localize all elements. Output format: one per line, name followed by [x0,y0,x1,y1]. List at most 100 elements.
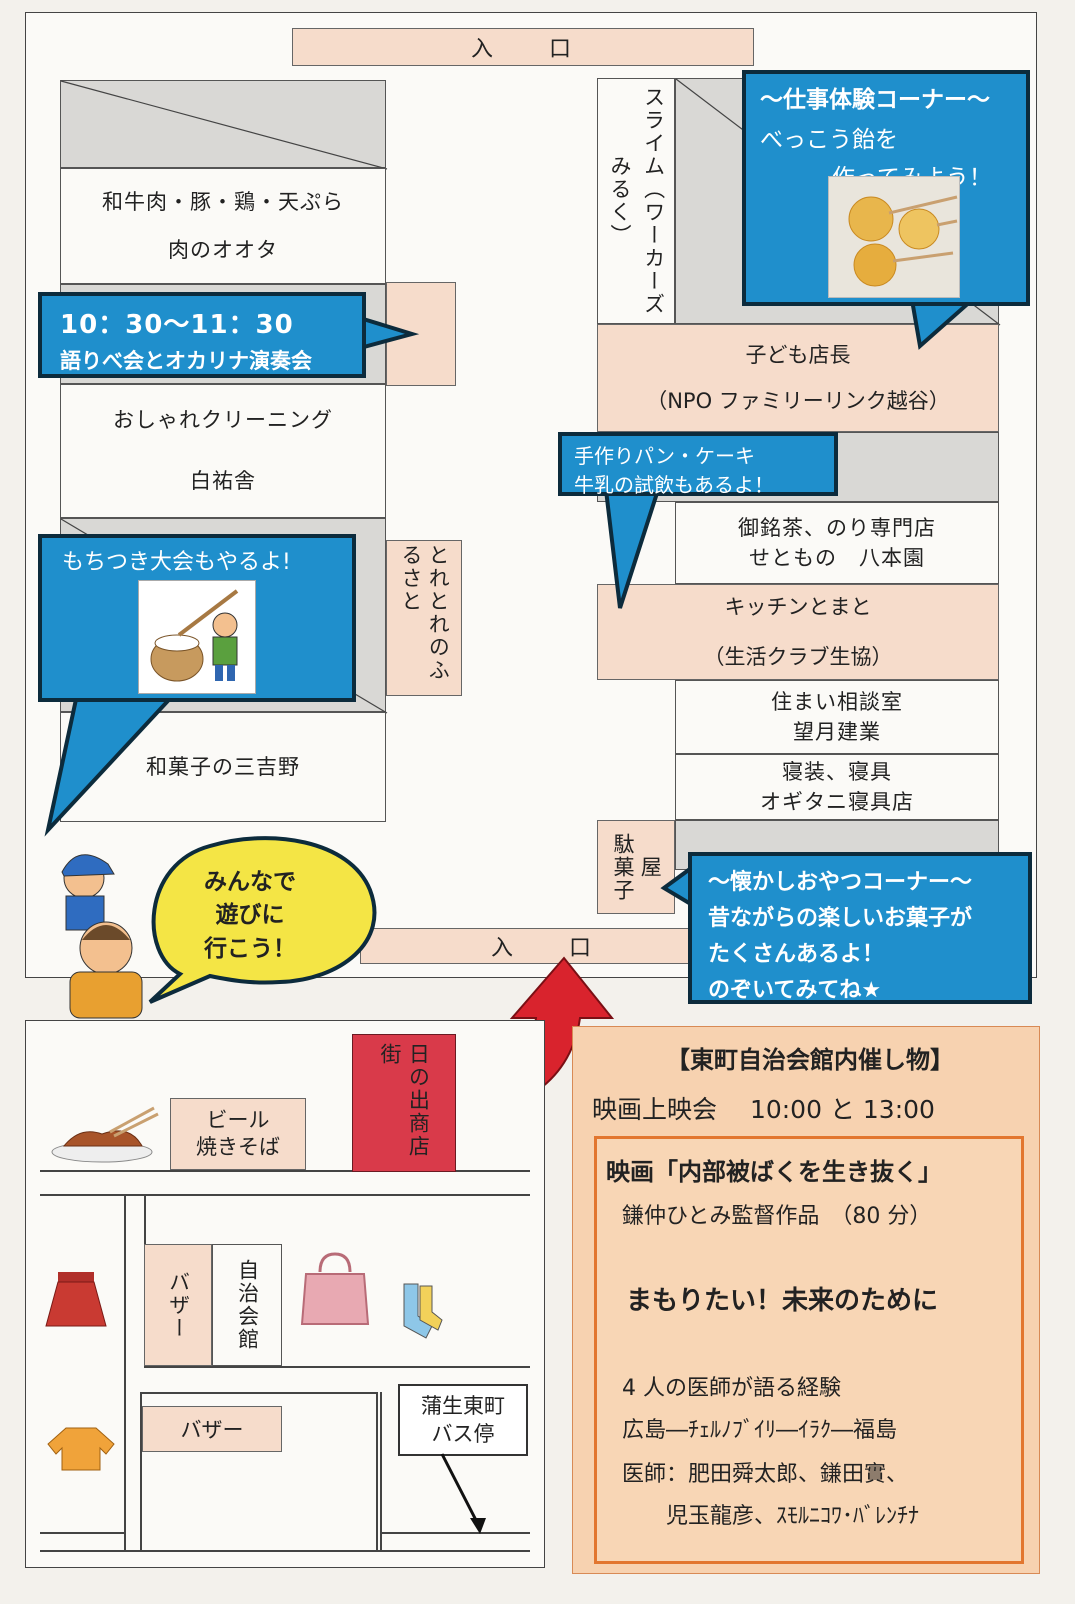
top-entrance-label: 入 口 [470,37,575,62]
hinode-label: 日の出商店街 [378,1043,431,1158]
doctors-experience-text: 4 人の医師が語る経験 [622,1376,841,1401]
stall-dagashi-name-b: 屋 [638,855,663,879]
film-slogan: まもりたい！未来のために [626,1280,1026,1317]
stall-cleaning: おしゃれクリーニング 白祐舎 [60,384,386,518]
beer-line1: ビール [206,1107,270,1132]
doctor-names-1: 医師：肥田舜太郎、鎌田實、 [622,1456,1022,1488]
road-line [376,1392,378,1550]
bubble-tail [909,298,978,350]
stall-bedding-name: オギタニ寝具店 [760,790,914,814]
stall-dagashi-name-a: 駄菓子 [611,832,635,902]
stall-bedding: 寝装、寝具 オギタニ寝具店 [675,754,999,820]
bubble-tail [603,488,661,609]
stall-dagashi: 駄菓子 屋 [597,820,675,914]
bread-line1: 手作りパン・ケーキ [574,444,755,468]
bazaar-vertical: バザー [144,1244,212,1366]
stall-slime: スライム（ワーカーズ みるく） [597,78,675,339]
stall-wagashi-name: 和菓子の三吉野 [146,754,300,779]
mochi-pounding-icon [150,589,239,682]
skirt-icon [45,1272,107,1327]
mochi-text: もちつき大会もやるよ! [62,550,291,575]
socks-icon [403,1283,443,1339]
top-entrance: 入 口 [292,28,754,66]
stall-kids-shop: 子ども店長 （NPO ファミリーリンク越谷） [597,324,999,432]
work-line2: べっこう飴を [760,127,898,153]
stall-kitchen-tomato: キッチンとまと （生活クラブ生協） [597,584,999,680]
stall-kids-shop-org: （NPO ファミリーリンク越谷） [646,389,950,413]
bubble-snack-corner: 〜懐かしおやつコーナー〜 昔ながらの楽しいお菓子が たくさんあるよ！ のぞいてみ… [688,852,1032,1004]
stall-cleaning-name: 白祐舎 [190,469,256,493]
bottom-entrance-label: 入 口 [491,936,596,961]
bazaar-horizontal-label: バザー [180,1418,244,1442]
hinode-shopping-street: 日の出商店街 [352,1034,456,1172]
film-title-text: 映画「内部被ばくを生き抜く」 [606,1158,942,1186]
jichikaikan-label: 自治会館 [235,1259,260,1351]
stall-cleaning-type: おしゃれクリーニング [113,408,333,433]
bazaar-vertical-label: バザー [166,1270,191,1340]
road-line [40,1550,530,1552]
play-text: みんなで 遊びに 行こう！ [190,866,310,966]
stall-kids-shop-title: 子ども店長 [745,342,851,367]
concert-time: 10：30〜11：30 [60,310,294,340]
places: 広島―ﾁｪﾙﾉﾌﾞｲﾘ―ｲﾗｸ―福島 [622,1412,1022,1444]
stall-meat-name: 肉のオオタ [168,238,278,262]
work-heading: 〜仕事体験コーナー〜 [760,87,990,113]
screening-times-text: 映画上映会 10:00 と 13:00 [592,1095,935,1124]
beer-line2: 焼きそば [196,1135,280,1159]
stall-housing: 住まい相談室 望月建業 [675,680,999,754]
bubble-mochi: もちつき大会もやるよ! [38,534,356,702]
play-line1: みんなで [204,869,296,895]
play-line2: 遊びに [215,902,285,929]
film-director-text: 鎌仲ひとみ監督作品 （80 分） [622,1204,932,1229]
doctor-names-2: 児玉龍彦、ｽﾓﾙﾆｺﾜ･ﾊﾞﾚﾝﾁﾅ [666,1498,1026,1530]
stall-kitchen-tomato-org: （生活クラブ生協） [703,645,893,669]
snack-line2: 昔ながらの楽しいお菓子が [708,906,973,931]
candy-icon [848,195,958,287]
candy-photo [828,176,960,298]
doctor-names-2-text: 児玉龍彦、ｽﾓﾙﾆｺﾜ･ﾊﾞﾚﾝﾁﾅ [666,1504,920,1529]
stall-housing-type: 住まい相談室 [771,689,903,714]
doctor-names-1-text: 医師：肥田舜太郎、鎌田實、 [622,1462,909,1487]
yakisoba-icon [51,1106,159,1163]
bag-icon [300,1252,370,1325]
stall-tea-type: 御銘茶、のり専門店 [738,515,936,540]
stall-toretore-name: とれとれのふるさと [399,544,451,682]
family-illustration [61,854,143,1019]
snack-line3: たくさんあるよ！ [708,942,885,967]
stall-beer-yakisoba: ビール 焼きそば [170,1098,306,1170]
stall-housing-name: 望月建業 [793,720,881,744]
road-line [40,1170,530,1172]
stall-tea-name: せともの 八本園 [749,546,925,570]
bus-stop: 蒲生東町 バス停 [398,1384,528,1456]
stall-kitchen-tomato-name: キッチンとまと [724,594,872,619]
road-line [124,1194,126,1550]
road-line [144,1366,530,1368]
jichikaikan: 自治会館 [212,1244,282,1366]
stall-bedding-type: 寝装、寝具 [782,759,892,784]
diagonal-line [60,80,388,170]
snack-heading: 〜懐かしおやつコーナー〜 [708,870,973,895]
concert-title: 語りべ会とオカリナ演奏会 [60,349,312,373]
road-line [140,1392,376,1394]
road-line [40,1194,530,1196]
bubble-concert: 10：30〜11：30 語りべ会とオカリナ演奏会 [38,292,366,378]
left-block-top [60,80,388,170]
play-line3: 行こう！ [204,935,296,962]
bubble-tail [358,315,420,351]
film-director: 鎌仲ひとみ監督作品 （80 分） [622,1198,1022,1230]
road-line [380,1392,382,1552]
stall-wagashi: 和菓子の三吉野 [60,712,386,822]
stall-slime-name: スライム（ワーカーズ みるく） [608,86,666,339]
stall-toretore: とれとれのふるさと [386,540,462,696]
mochi-illustration [138,580,256,694]
stall-meat: 和牛肉・豚・鶏・天ぷら 肉のオオタ [60,168,386,284]
road-line [380,1532,530,1534]
event-heading: 【東町自治会館内催し物】 [600,1040,1020,1075]
stall-meat-type: 和牛肉・豚・鶏・天ぷら [102,189,344,214]
bread-line2: 牛乳の試飲もあるよ！ [574,473,774,497]
bubble-bread: 手作りパン・ケーキ 牛乳の試飲もあるよ！ [558,432,838,497]
places-text: 広島―ﾁｪﾙﾉﾌﾞｲﾘ―ｲﾗｸ―福島 [622,1418,898,1443]
bus-stop-line1: 蒲生東町 [421,1393,505,1418]
road-line [40,1532,124,1534]
bubble-work-experience: 〜仕事体験コーナー〜 べっこう飴を 作ってみよう！ [742,70,1030,306]
